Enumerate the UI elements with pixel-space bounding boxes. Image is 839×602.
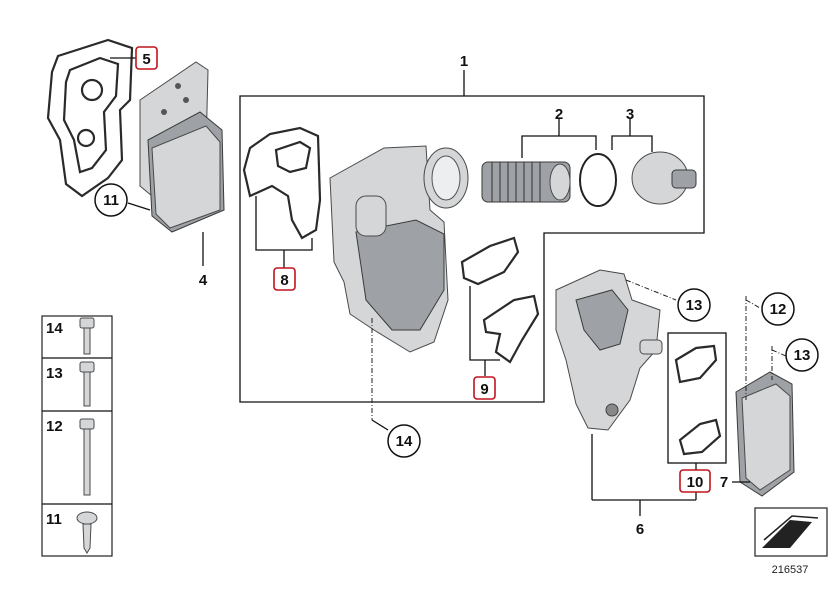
fastener-label-13: 13 xyxy=(46,365,63,382)
screw-11 xyxy=(76,511,98,554)
callout-13-a[interactable]: 13 xyxy=(677,288,711,322)
filter-element-part-2 xyxy=(481,118,597,203)
callout-8[interactable]: 8 xyxy=(273,267,296,291)
oil-cooler-part-7 xyxy=(732,296,795,497)
callout-6[interactable]: 6 xyxy=(636,521,644,538)
fastener-label-14: 14 xyxy=(46,320,63,337)
fastener-label-11: 11 xyxy=(46,511,62,528)
callout-5-label: 5 xyxy=(142,51,150,68)
callout-2[interactable]: 2 xyxy=(555,106,563,123)
diagram-reference-icon xyxy=(754,507,828,557)
oil-filter-housing xyxy=(329,145,469,431)
callout-13-a-label: 13 xyxy=(686,297,703,314)
callout-9-label: 9 xyxy=(480,381,488,398)
callout-13-b[interactable]: 13 xyxy=(785,338,819,372)
callout-14-label: 14 xyxy=(396,433,413,450)
callout-12[interactable]: 12 xyxy=(761,292,795,326)
callout-10-label: 10 xyxy=(687,474,704,491)
callout-9[interactable]: 9 xyxy=(473,376,496,400)
fastener-table: 14 13 12 11 xyxy=(41,315,113,557)
fastener-label-12: 12 xyxy=(46,418,63,435)
callout-4[interactable]: 4 xyxy=(199,272,208,289)
oil-cooler-part-4 xyxy=(139,61,225,266)
housing-bracket-part-6 xyxy=(555,269,696,516)
diagram-number: 216537 xyxy=(772,564,809,576)
callout-11-label: 11 xyxy=(103,192,119,209)
bolt-13 xyxy=(79,361,95,407)
callout-8-label: 8 xyxy=(280,272,288,289)
callout-11[interactable]: 11 xyxy=(94,183,151,217)
callout-14[interactable]: 14 xyxy=(387,424,421,458)
gasket-part-10 xyxy=(667,332,727,500)
bolt-14 xyxy=(79,317,95,355)
gasket-part-9 xyxy=(460,236,540,376)
filter-cap-part-3 xyxy=(611,118,697,205)
gasket-part-8 xyxy=(242,126,322,268)
callout-12-label: 12 xyxy=(770,301,787,318)
callout-13-b-label: 13 xyxy=(794,347,811,364)
o-ring xyxy=(579,153,617,207)
assembly-frame-1 xyxy=(239,70,705,403)
callout-1[interactable]: 1 xyxy=(460,53,468,70)
callout-7[interactable]: 7 xyxy=(720,474,728,491)
bolt-12 xyxy=(79,418,95,496)
gasket-part-5 xyxy=(46,38,136,198)
callout-3[interactable]: 3 xyxy=(626,106,634,123)
callout-5[interactable]: 5 xyxy=(135,46,158,70)
callout-10[interactable]: 10 xyxy=(679,469,711,493)
